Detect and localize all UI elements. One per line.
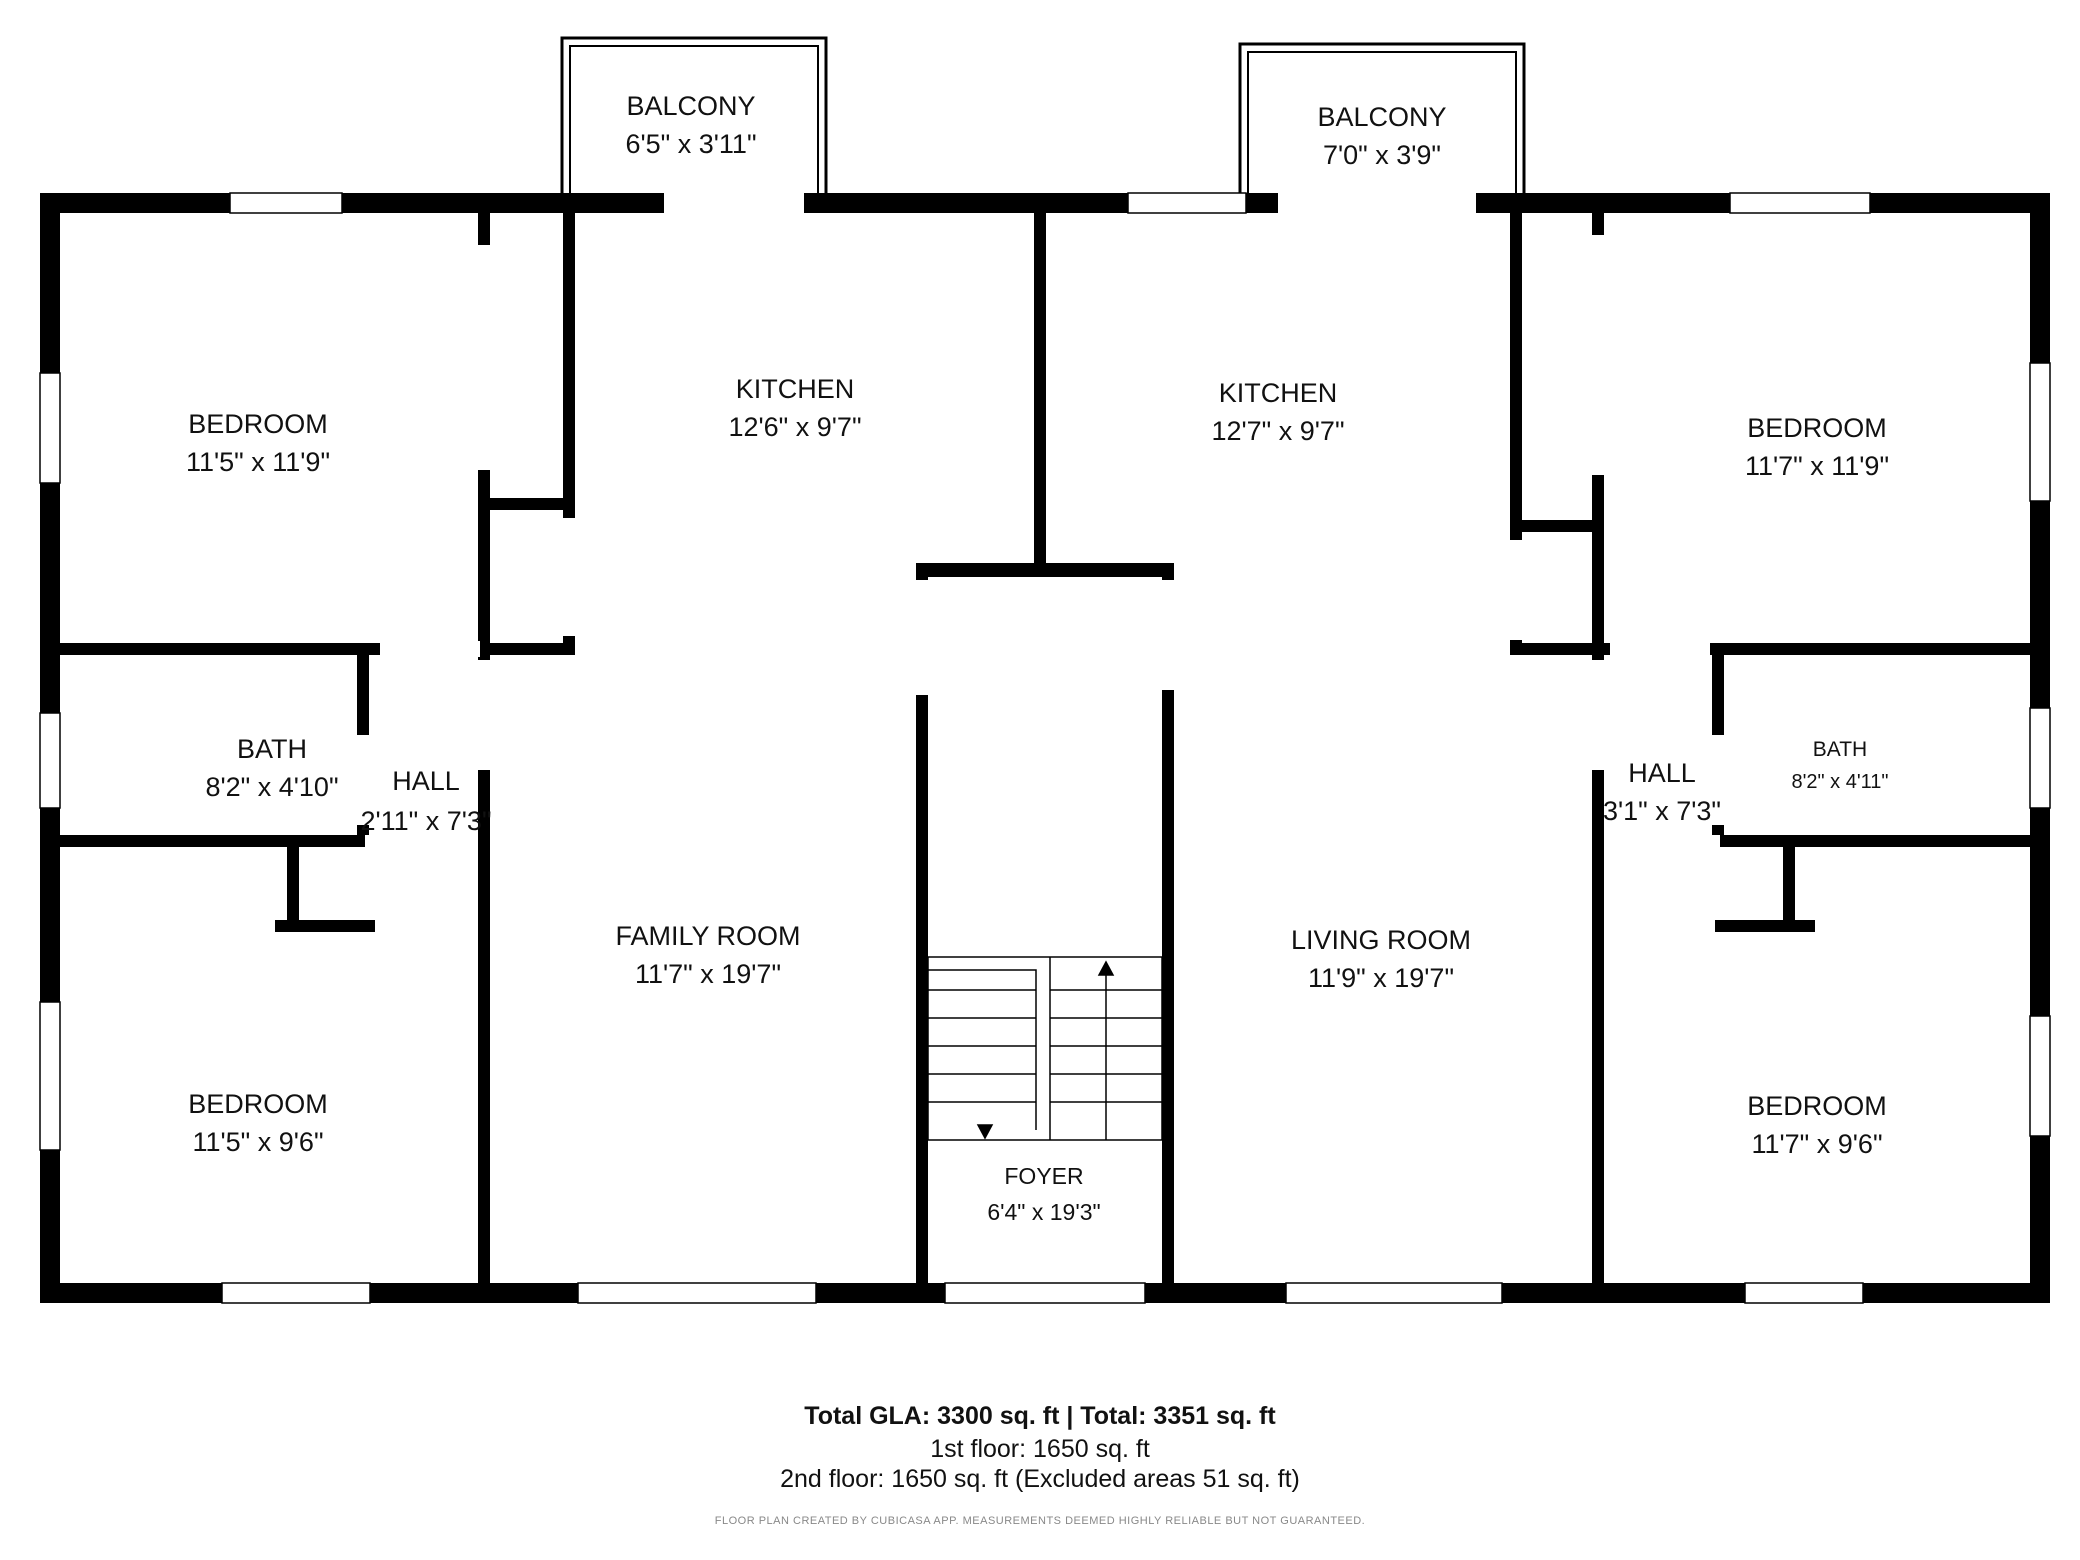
kitchen-right-dims: 12'7" x 9'7" <box>1211 416 1344 446</box>
second-floor-area: 2nd floor: 1650 sq. ft (Excluded areas 5… <box>780 1465 1300 1493</box>
balcony-left-door <box>664 193 804 213</box>
living-room-dims: 11'9" x 19'7" <box>1308 963 1454 993</box>
wall-left-closet-h1 <box>485 498 570 510</box>
stair-outline <box>927 956 1163 1141</box>
hall-left-dims: 2'11" x 7'3" <box>360 806 491 836</box>
doorway <box>355 850 371 920</box>
doorway <box>80 918 275 934</box>
doorway <box>1710 850 1726 920</box>
wall-foyer-left <box>916 563 928 1293</box>
balcony-left-name: BALCONY <box>626 91 755 121</box>
bedroom-bl-dims: 11'5" x 9'6" <box>192 1127 323 1157</box>
balcony-right-door <box>1278 193 1476 213</box>
wall-left-hall-bottom <box>275 920 375 932</box>
kitchen-right-name: KITCHEN <box>1219 378 1338 408</box>
hall-left-name: HALL <box>392 766 460 796</box>
bath-right-name: BATH <box>1813 738 1867 761</box>
doorway <box>1815 918 2015 934</box>
wall-right-closet-small <box>1783 840 1795 930</box>
bedroom-tl-name: BEDROOM <box>188 409 328 439</box>
family-room-dims: 11'7" x 19'7" <box>635 959 781 989</box>
window <box>2029 362 2051 502</box>
stairs <box>927 956 1163 1141</box>
first-floor-area: 1st floor: 1650 sq. ft <box>930 1435 1150 1463</box>
wall-right-hall-bottom <box>1715 920 1815 932</box>
wall-kitchen-divider <box>1034 210 1046 570</box>
balcony-left-inner <box>569 45 819 197</box>
doorway <box>1610 641 1710 657</box>
foyer-entry <box>944 1282 1146 1304</box>
bedroom-tl-dims: 11'5" x 11'9" <box>186 447 330 477</box>
openings <box>39 192 2051 1304</box>
foyer-dims: 6'4" x 19'3" <box>987 1199 1100 1225</box>
window <box>1127 192 1247 214</box>
stair-arrow-up-icon <box>1097 960 1115 976</box>
hall-right-dims: 3'1" x 7'3" <box>1603 796 1721 826</box>
doorway <box>355 735 371 825</box>
window <box>2029 1015 2051 1137</box>
doorway <box>1710 735 1726 825</box>
window <box>221 1282 371 1304</box>
wall-right-closet-h2 <box>1510 643 1600 655</box>
kitchen-left-name: KITCHEN <box>736 374 855 404</box>
hall-right-name: HALL <box>1628 758 1696 788</box>
stair-run-left <box>928 969 1037 1130</box>
bedroom-bl-name: BEDROOM <box>188 1089 328 1119</box>
wall-left-bath-bottom <box>55 835 365 847</box>
doorway <box>1590 235 1606 475</box>
bath-left-name: BATH <box>237 734 307 764</box>
doorway <box>1508 540 1524 640</box>
interior-openings <box>80 235 2015 934</box>
doorway <box>380 641 480 657</box>
kitchen-left-dims: 12'6" x 9'7" <box>728 412 861 442</box>
room-labels: BALCONY 6'5" x 3'11" BALCONY 7'0" x 3'9"… <box>186 91 1889 1225</box>
doorway <box>914 580 930 695</box>
wall-foyer-right <box>1162 563 1174 1293</box>
doorway <box>1160 580 1176 690</box>
total-area: Total GLA: 3300 sq. ft | Total: 3351 sq.… <box>804 1402 1276 1430</box>
window <box>577 1282 817 1304</box>
bedroom-br-name: BEDROOM <box>1747 1091 1887 1121</box>
bedroom-br-dims: 11'7" x 9'6" <box>1751 1129 1882 1159</box>
wall-left-closet-h2 <box>485 643 575 655</box>
wall-left-closet-small <box>287 840 299 930</box>
bedroom-tr-name: BEDROOM <box>1747 413 1887 443</box>
doorway <box>1590 660 1606 770</box>
window <box>1744 1282 1864 1304</box>
bath-right-dims: 8'2" x 4'11" <box>1791 771 1888 793</box>
window <box>229 192 343 214</box>
balcony-left-dims: 6'5" x 3'11" <box>625 129 756 159</box>
family-room-name: FAMILY ROOM <box>615 921 800 951</box>
wall-left-bedroom-bottom <box>55 643 485 655</box>
window <box>2029 707 2051 809</box>
balcony-right-dims: 7'0" x 3'9" <box>1323 140 1441 170</box>
stair-arrow-down-icon <box>976 1124 994 1140</box>
exterior-wall-top <box>40 193 2050 213</box>
window <box>39 372 61 484</box>
balcony-right-name: BALCONY <box>1317 102 1446 132</box>
wall-right-bath-bottom <box>1720 835 2035 847</box>
doorway <box>476 245 492 470</box>
credit-note: FLOOR PLAN CREATED BY CUBICASA APP. MEAS… <box>714 1515 1366 1527</box>
window <box>39 712 61 809</box>
living-room-name: LIVING ROOM <box>1291 925 1471 955</box>
wall-right-closet-h1 <box>1515 520 1600 532</box>
doorway <box>561 518 577 636</box>
doorway <box>476 660 492 770</box>
window <box>39 1001 61 1151</box>
bath-left-dims: 8'2" x 4'10" <box>205 772 338 802</box>
window <box>1729 192 1871 214</box>
bedroom-tr-dims: 11'7" x 11'9" <box>1745 451 1889 481</box>
window <box>1285 1282 1503 1304</box>
foyer-name: FOYER <box>1004 1163 1083 1189</box>
